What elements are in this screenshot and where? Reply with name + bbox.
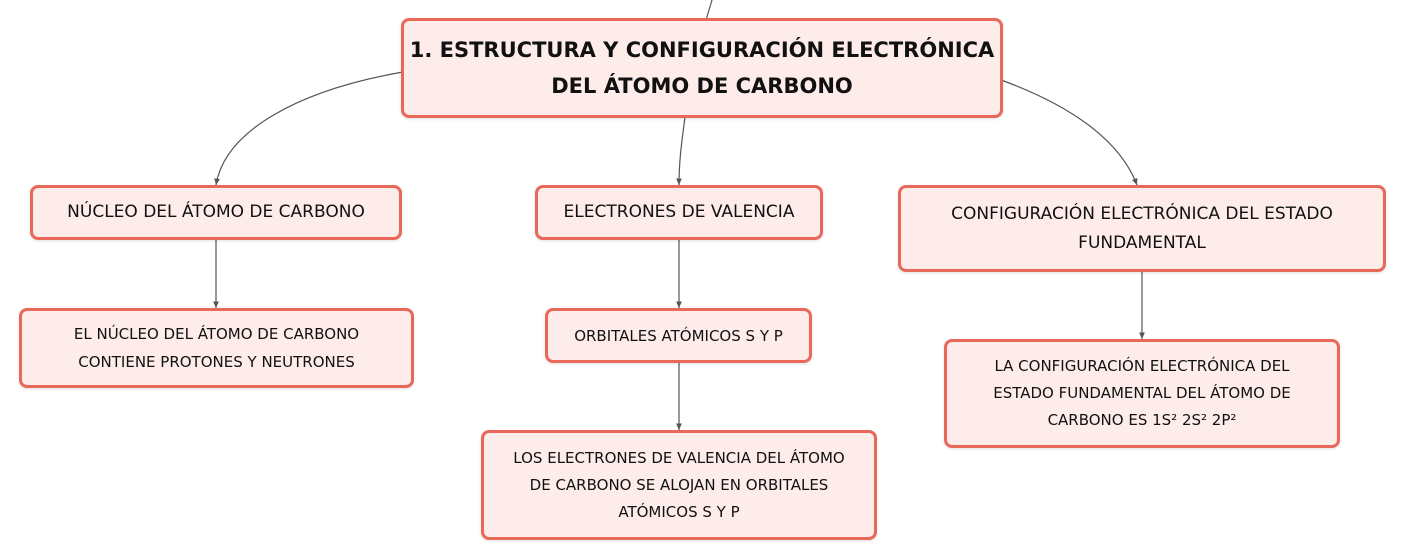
node-configuracion-detail[interactable]: LA CONFIGURACIÓN ELECTRÓNICA DEL ESTADO … (944, 339, 1340, 448)
node-configuracion-detail-line2: ESTADO FUNDAMENTAL DEL ÁTOMO DE (993, 384, 1291, 402)
node-configuracion-line1: CONFIGURACIÓN ELECTRÓNICA DEL ESTADO (951, 203, 1333, 224)
node-electrones-valencia[interactable]: ELECTRONES DE VALENCIA (535, 185, 823, 240)
node-nucleo-detail-line2: CONTIENE PROTONES Y NEUTRONES (78, 353, 355, 371)
node-orbitales-detail[interactable]: LOS ELECTRONES DE VALENCIA DEL ÁTOMO DE … (481, 430, 877, 540)
connector-root-to-electrones (676, 116, 686, 186)
connector-root-to-configuracion (1000, 79, 1138, 186)
node-orbitales-detail-line3: ATÓMICOS S Y P (618, 502, 740, 521)
node-configuracion[interactable]: CONFIGURACIÓN ELECTRÓNICA DEL ESTADO FUN… (898, 185, 1386, 272)
connector-incoming (705, 0, 713, 21)
node-nucleo-detail-line1: EL NÚCLEO DEL ÁTOMO DE CARBONO (73, 325, 360, 343)
node-configuracion-line2: FUNDAMENTAL (1078, 232, 1206, 253)
root-title-line2: DEL ÁTOMO DE CARBONO (551, 74, 853, 98)
node-configuracion-detail-line1: LA CONFIGURACIÓN ELECTRÓNICA DEL (994, 357, 1290, 375)
node-nucleo[interactable]: NÚCLEO DEL ÁTOMO DE CARBONO (30, 185, 402, 240)
node-orbitales-detail-line2: DE CARBONO SE ALOJAN EN ORBITALES (529, 475, 829, 494)
node-orbitales-detail-line1: LOS ELECTRONES DE VALENCIA DEL ÁTOMO (513, 448, 845, 467)
node-electrones-valencia-label: ELECTRONES DE VALENCIA (563, 202, 795, 222)
node-nucleo-detail[interactable]: EL NÚCLEO DEL ÁTOMO DE CARBONO CONTIENE … (19, 308, 414, 388)
node-orbitales-label: ORBITALES ATÓMICOS S Y P (574, 326, 783, 345)
connector-root-to-nucleo (214, 71, 404, 186)
root-node[interactable]: 1. ESTRUCTURA Y CONFIGURACIÓN ELECTRÓNIC… (401, 18, 1003, 118)
node-nucleo-label: NÚCLEO DEL ÁTOMO DE CARBONO (67, 202, 365, 222)
node-configuracion-detail-line3: CARBONO ES 1S² 2S² 2P² (1047, 411, 1237, 429)
root-title-line1: 1. ESTRUCTURA Y CONFIGURACIÓN ELECTRÓNIC… (409, 38, 995, 62)
node-orbitales[interactable]: ORBITALES ATÓMICOS S Y P (545, 308, 812, 363)
